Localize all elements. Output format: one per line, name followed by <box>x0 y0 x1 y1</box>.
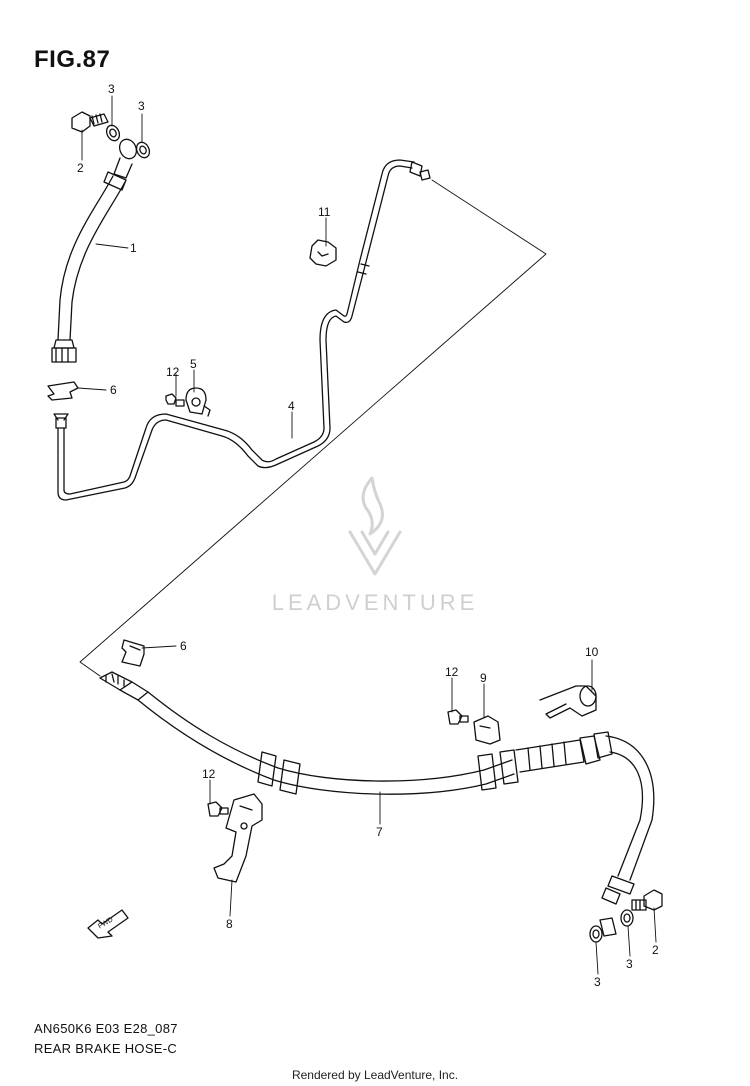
bracket-bolt[interactable] <box>207 801 229 817</box>
clamp-10[interactable] <box>539 685 597 719</box>
clamp-11[interactable] <box>309 239 337 267</box>
clip-upper[interactable] <box>47 381 79 401</box>
watermark-logo <box>348 476 402 576</box>
callout-9: 9 <box>480 671 487 685</box>
clamp-9[interactable] <box>473 715 501 745</box>
callout-12c: 12 <box>202 767 216 781</box>
banjo-bolt-lower[interactable] <box>631 889 663 911</box>
callout-3d: 3 <box>594 975 601 989</box>
callout-6b: 6 <box>180 639 187 653</box>
watermark-text: LEADVENTURE <box>272 590 479 615</box>
washers-lower[interactable] <box>589 909 634 943</box>
callout-2a: 2 <box>77 161 84 175</box>
callout-7: 7 <box>376 825 383 839</box>
callout-labels: 3 3 2 1 6 12 5 4 11 6 12 9 10 12 7 8 2 3… <box>77 82 659 989</box>
callout-3c: 3 <box>626 957 633 971</box>
callout-12b: 12 <box>445 665 459 679</box>
callout-6a: 6 <box>110 383 117 397</box>
clamp-bolt[interactable] <box>165 393 185 407</box>
leader-lines <box>77 95 657 975</box>
callout-3b: 3 <box>138 99 145 113</box>
brake-pipe[interactable] <box>53 159 431 501</box>
render-credit: Rendered by LeadVenture, Inc. <box>291 1068 459 1082</box>
callout-3a: 3 <box>108 82 115 96</box>
figure-code: AN650K6 E03 E28_087 <box>34 1021 178 1036</box>
pipe-clamp[interactable] <box>185 387 211 417</box>
callout-12a: 12 <box>166 365 180 379</box>
clip-lower[interactable] <box>121 639 145 667</box>
callout-5: 5 <box>190 357 197 371</box>
callout-8: 8 <box>226 917 233 931</box>
clamp-9-bolt[interactable] <box>447 709 469 725</box>
callout-1: 1 <box>130 241 137 255</box>
fwd-arrow-icon <box>87 909 129 939</box>
figure-name: REAR BRAKE HOSE-C <box>34 1041 178 1056</box>
figure-title: FIG.87 <box>34 46 111 73</box>
callout-11: 11 <box>318 205 331 219</box>
bracket-8[interactable] <box>213 793 263 883</box>
callout-4: 4 <box>288 399 295 413</box>
callout-2b: 2 <box>652 943 659 957</box>
brake-hose-lower[interactable] <box>99 671 655 905</box>
fwd-label: FWD <box>97 916 114 930</box>
brake-hose-upper[interactable] <box>51 111 152 363</box>
callout-10: 10 <box>585 645 599 659</box>
reference-lines <box>79 179 547 677</box>
